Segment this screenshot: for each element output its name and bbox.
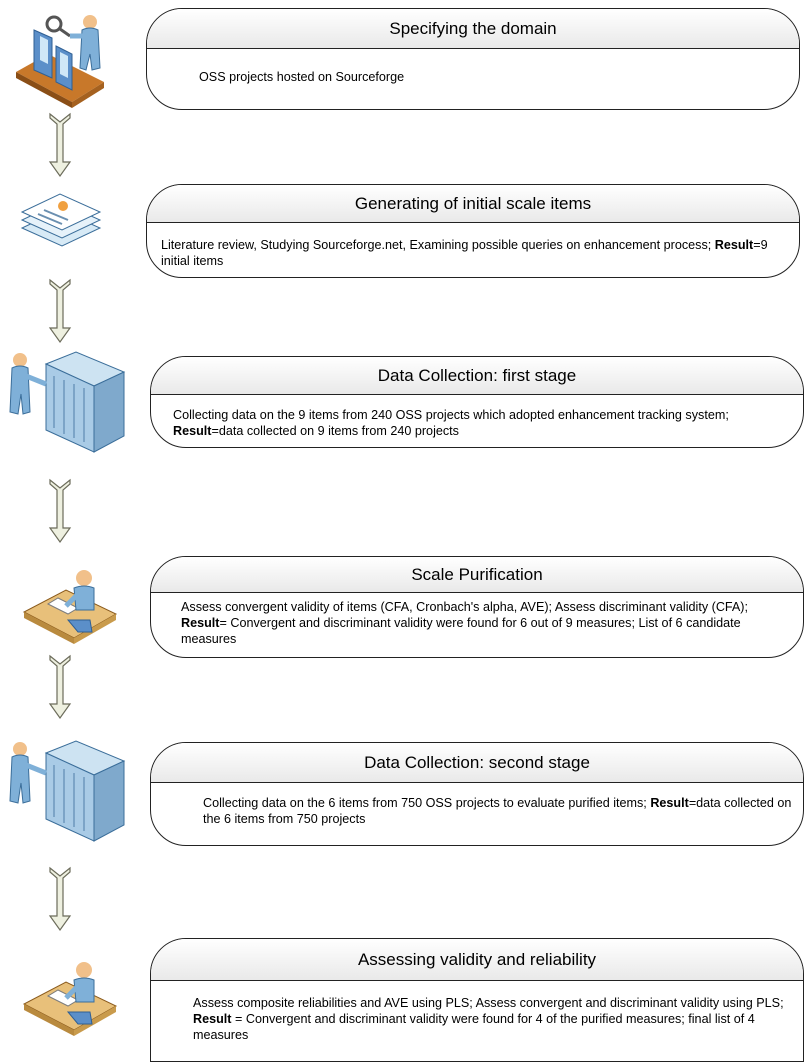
- step-description: Assess composite reliabilities and AVE u…: [151, 981, 803, 1061]
- step-result: = Convergent and discriminant validity w…: [193, 1012, 755, 1042]
- step-title: Generating of initial scale items: [147, 185, 799, 223]
- step-box-purification: Scale Purification Assess convergent val…: [150, 556, 804, 658]
- step-result: =data collected on 9 items from 240 proj…: [211, 424, 459, 438]
- step-text: OSS projects hosted on Sourceforge: [199, 70, 405, 84]
- result-label: Result: [714, 238, 754, 252]
- step-title: Data Collection: first stage: [151, 357, 803, 395]
- step-result: =data collected on the 6 items from 750 …: [203, 796, 792, 826]
- result-label: Result: [650, 796, 689, 810]
- step-description: Collecting data on the 6 items from 750 …: [151, 783, 803, 845]
- step-description: Collecting data on the 9 items from 240 …: [151, 395, 803, 447]
- step-text: Collecting data on the 6 items from 750 …: [203, 796, 651, 810]
- server-rack-person-icon: [9, 351, 126, 453]
- step-result: = Convergent and discriminant validity w…: [181, 616, 741, 646]
- step-box-first-collection: Data Collection: first stage Collecting …: [150, 356, 804, 448]
- step-description: Literature review, Studying Sourceforge.…: [147, 223, 799, 277]
- step-title: Specifying the domain: [147, 9, 799, 49]
- step-text: Assess composite reliabilities and AVE u…: [193, 996, 784, 1010]
- step-text: Collecting data on the 9 items from 240 …: [173, 408, 729, 422]
- step-box-domain: Specifying the domain OSS projects hoste…: [146, 8, 800, 110]
- down-arrow-icon: [48, 278, 72, 344]
- server-rack-person-icon: [9, 740, 126, 842]
- step-description: Assess convergent validity of items (CFA…: [151, 593, 803, 657]
- step-title: Scale Purification: [151, 557, 803, 593]
- step-title: Data Collection: second stage: [151, 743, 803, 783]
- person-at-desk-icon: [22, 570, 118, 644]
- step-title: Assessing validity and reliability: [151, 939, 803, 981]
- step-box-initial-items: Generating of initial scale items Litera…: [146, 184, 800, 278]
- result-label: Result: [193, 1012, 232, 1026]
- documents-stack-icon: [20, 193, 102, 247]
- result-label: Result: [173, 424, 212, 438]
- down-arrow-icon: [48, 866, 72, 932]
- step-box-validity: Assessing validity and reliability Asses…: [150, 938, 804, 1062]
- step-description: OSS projects hosted on Sourceforge: [147, 49, 799, 109]
- step-text: Assess convergent validity of items (CFA…: [181, 600, 748, 614]
- person-at-desk-icon: [22, 962, 118, 1036]
- result-label: Result: [181, 616, 220, 630]
- conveyor-inspection-icon: [16, 15, 104, 108]
- down-arrow-icon: [48, 654, 72, 720]
- step-text: Literature review, Studying Sourceforge.…: [161, 238, 715, 252]
- step-result: =9 initial items: [161, 238, 768, 268]
- down-arrow-icon: [48, 112, 72, 178]
- step-box-second-collection: Data Collection: second stage Collecting…: [150, 742, 804, 846]
- down-arrow-icon: [48, 478, 72, 544]
